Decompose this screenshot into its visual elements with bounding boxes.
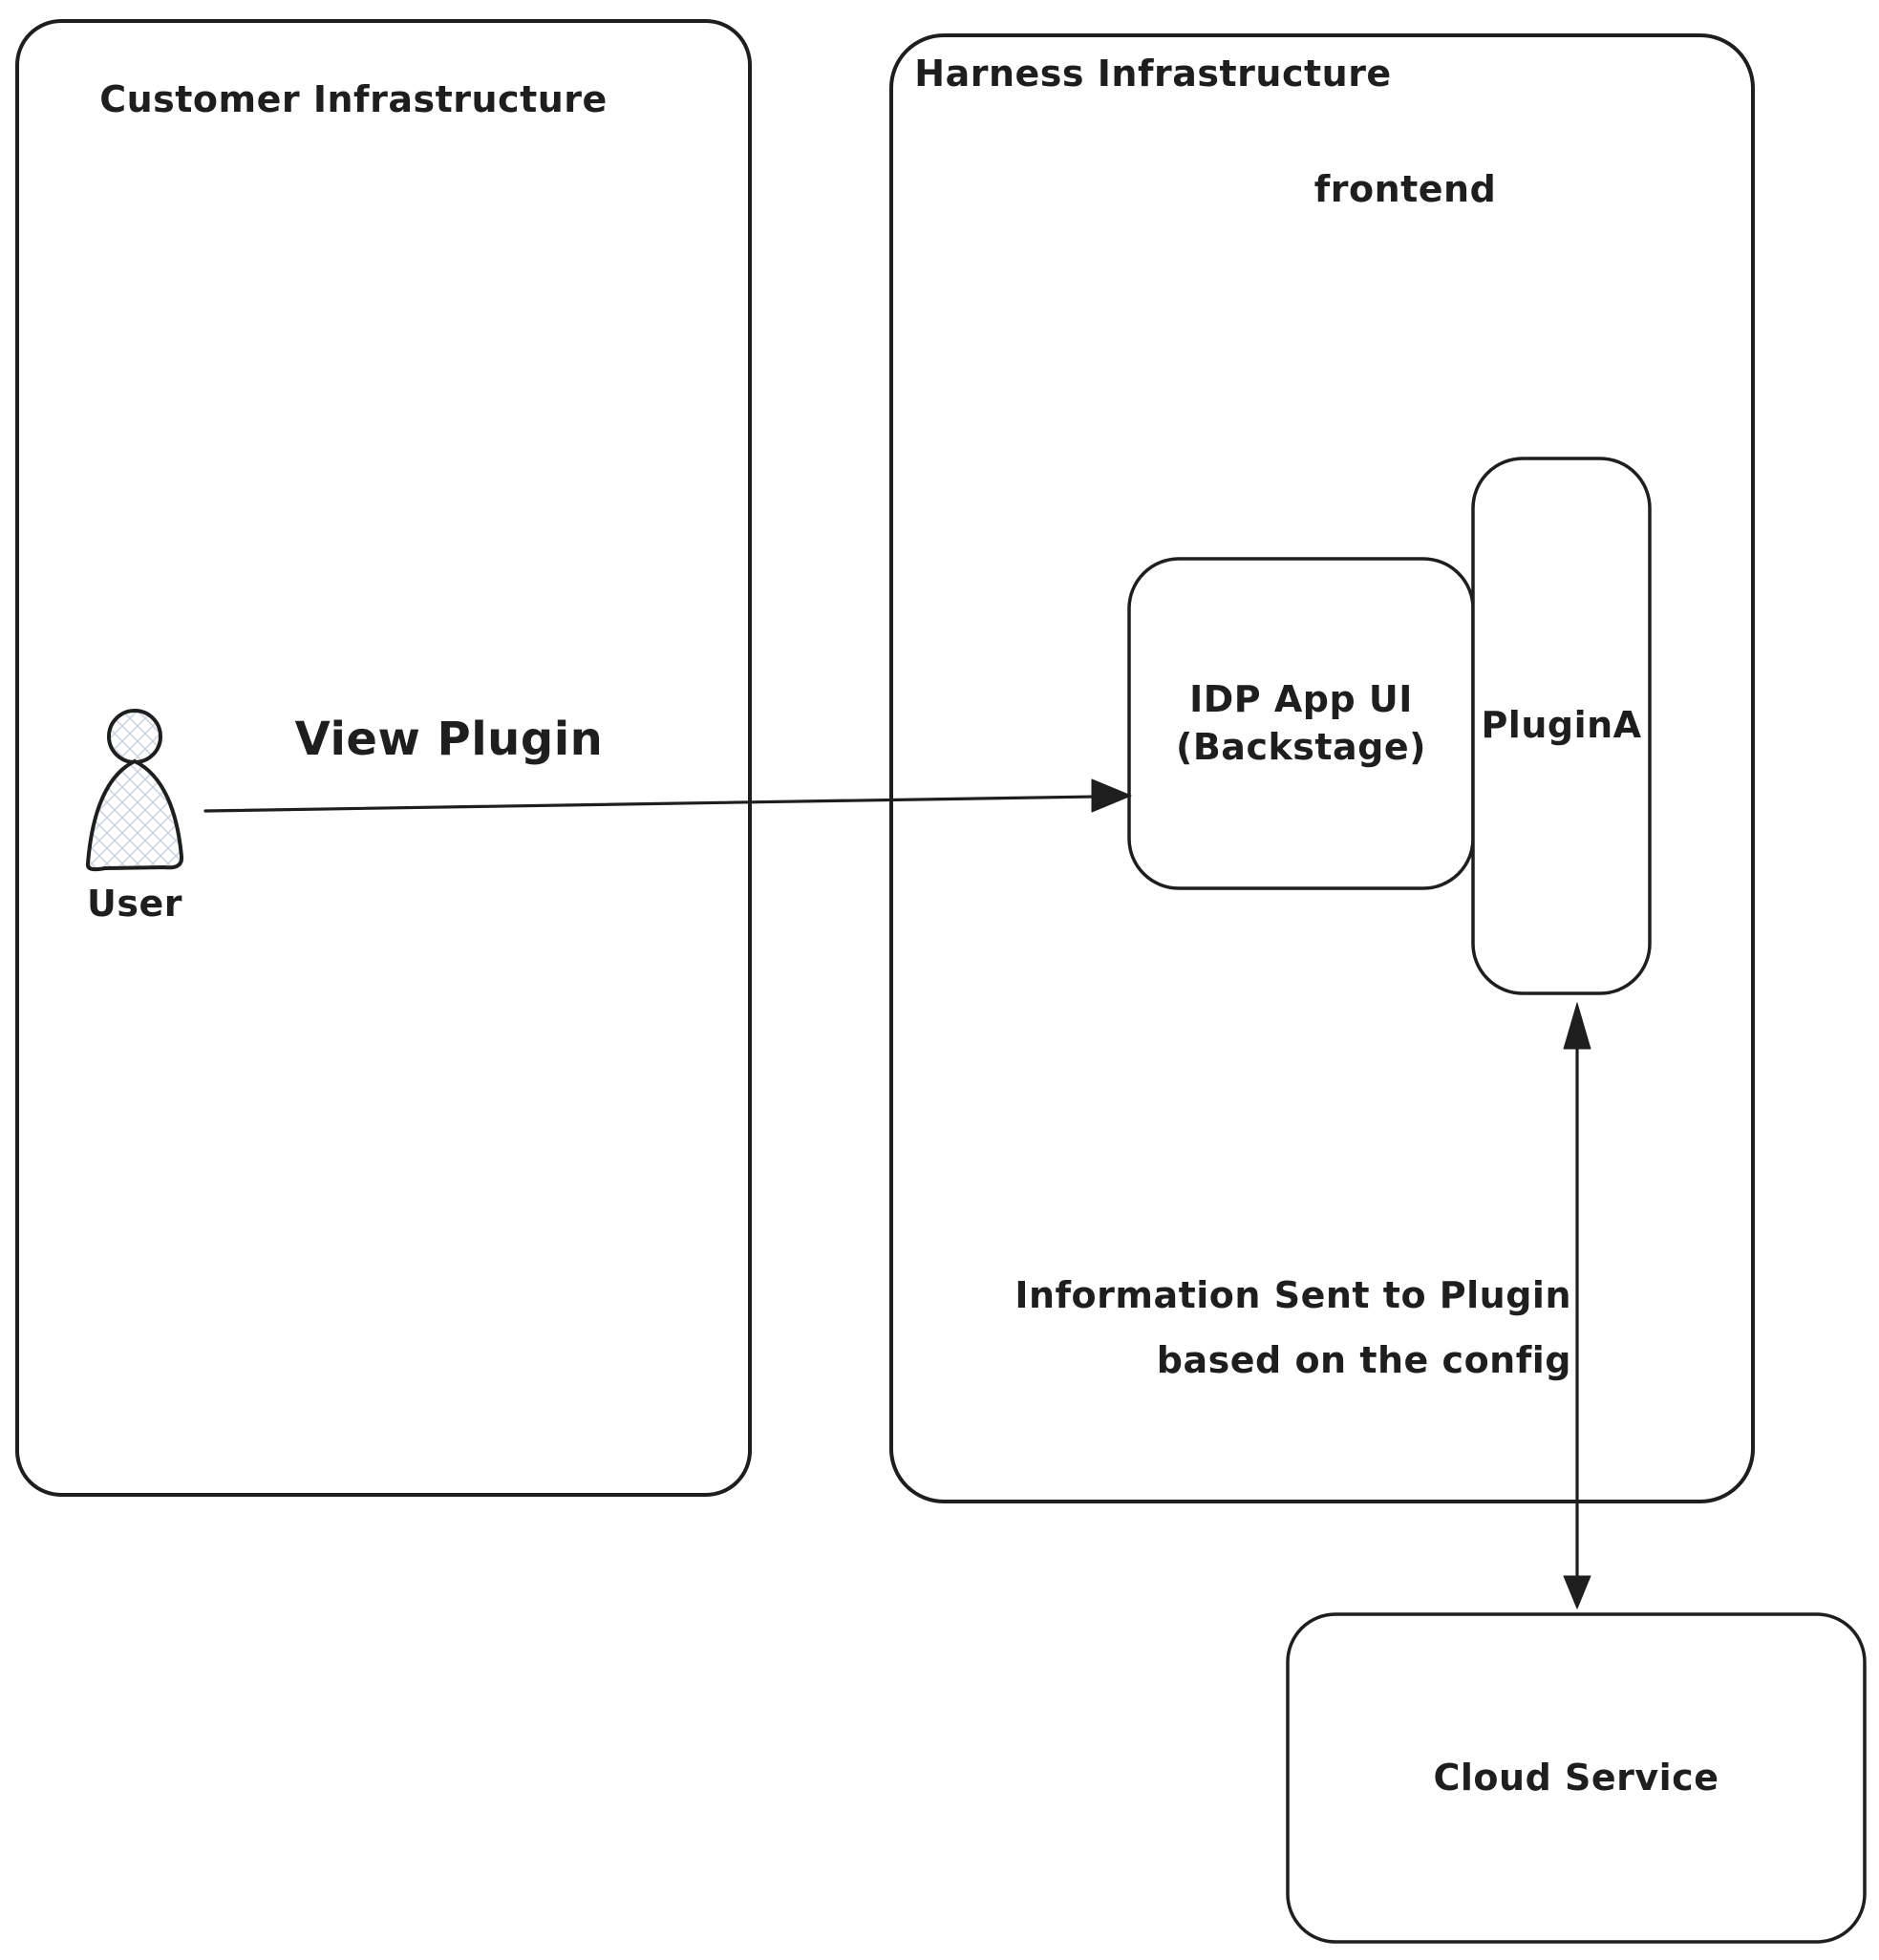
idp-app-ui-label-line1: IDP App UI [1189,678,1413,721]
plugin-cloud-arrow [1563,1002,1591,1609]
plugin-cloud-arrow-label-line2: based on the config [1156,1339,1571,1381]
harness-infrastructure-title: Harness Infrastructure [914,53,1392,95]
view-plugin-arrow [203,778,1132,813]
customer-infrastructure-title: Customer Infrastructure [99,78,608,120]
view-plugin-arrow-line [203,795,1099,813]
view-plugin-arrow-label: View Plugin [294,713,604,766]
idp-app-ui-label: IDP App UI (Backstage) [1129,559,1473,888]
user-body [85,758,184,872]
cloud-service-label: Cloud Service [1288,1614,1865,1942]
customer-infrastructure-box [15,19,752,1497]
plugin-a-label: PluginA [1473,458,1650,993]
plugin-cloud-arrowhead-down [1563,1575,1591,1609]
frontend-label: frontend [1313,168,1497,210]
view-plugin-arrowhead [1091,778,1132,813]
plugin-cloud-arrow-label: Information Sent to Plugin based on the … [1014,1263,1571,1393]
user-label: User [87,883,182,925]
cloud-service-label-text: Cloud Service [1433,1756,1719,1799]
plugin-a-box [1471,457,1652,995]
user-icon [85,709,184,872]
cloud-service-box [1286,1612,1867,1944]
user-head [107,709,162,764]
idp-app-ui-label-line2: (Backstage) [1175,725,1427,768]
plugin-cloud-arrow-label-line1: Information Sent to Plugin [1014,1274,1571,1316]
plugin-cloud-arrowhead-up [1563,1002,1591,1050]
plugin-a-label-text: PluginA [1481,704,1642,747]
